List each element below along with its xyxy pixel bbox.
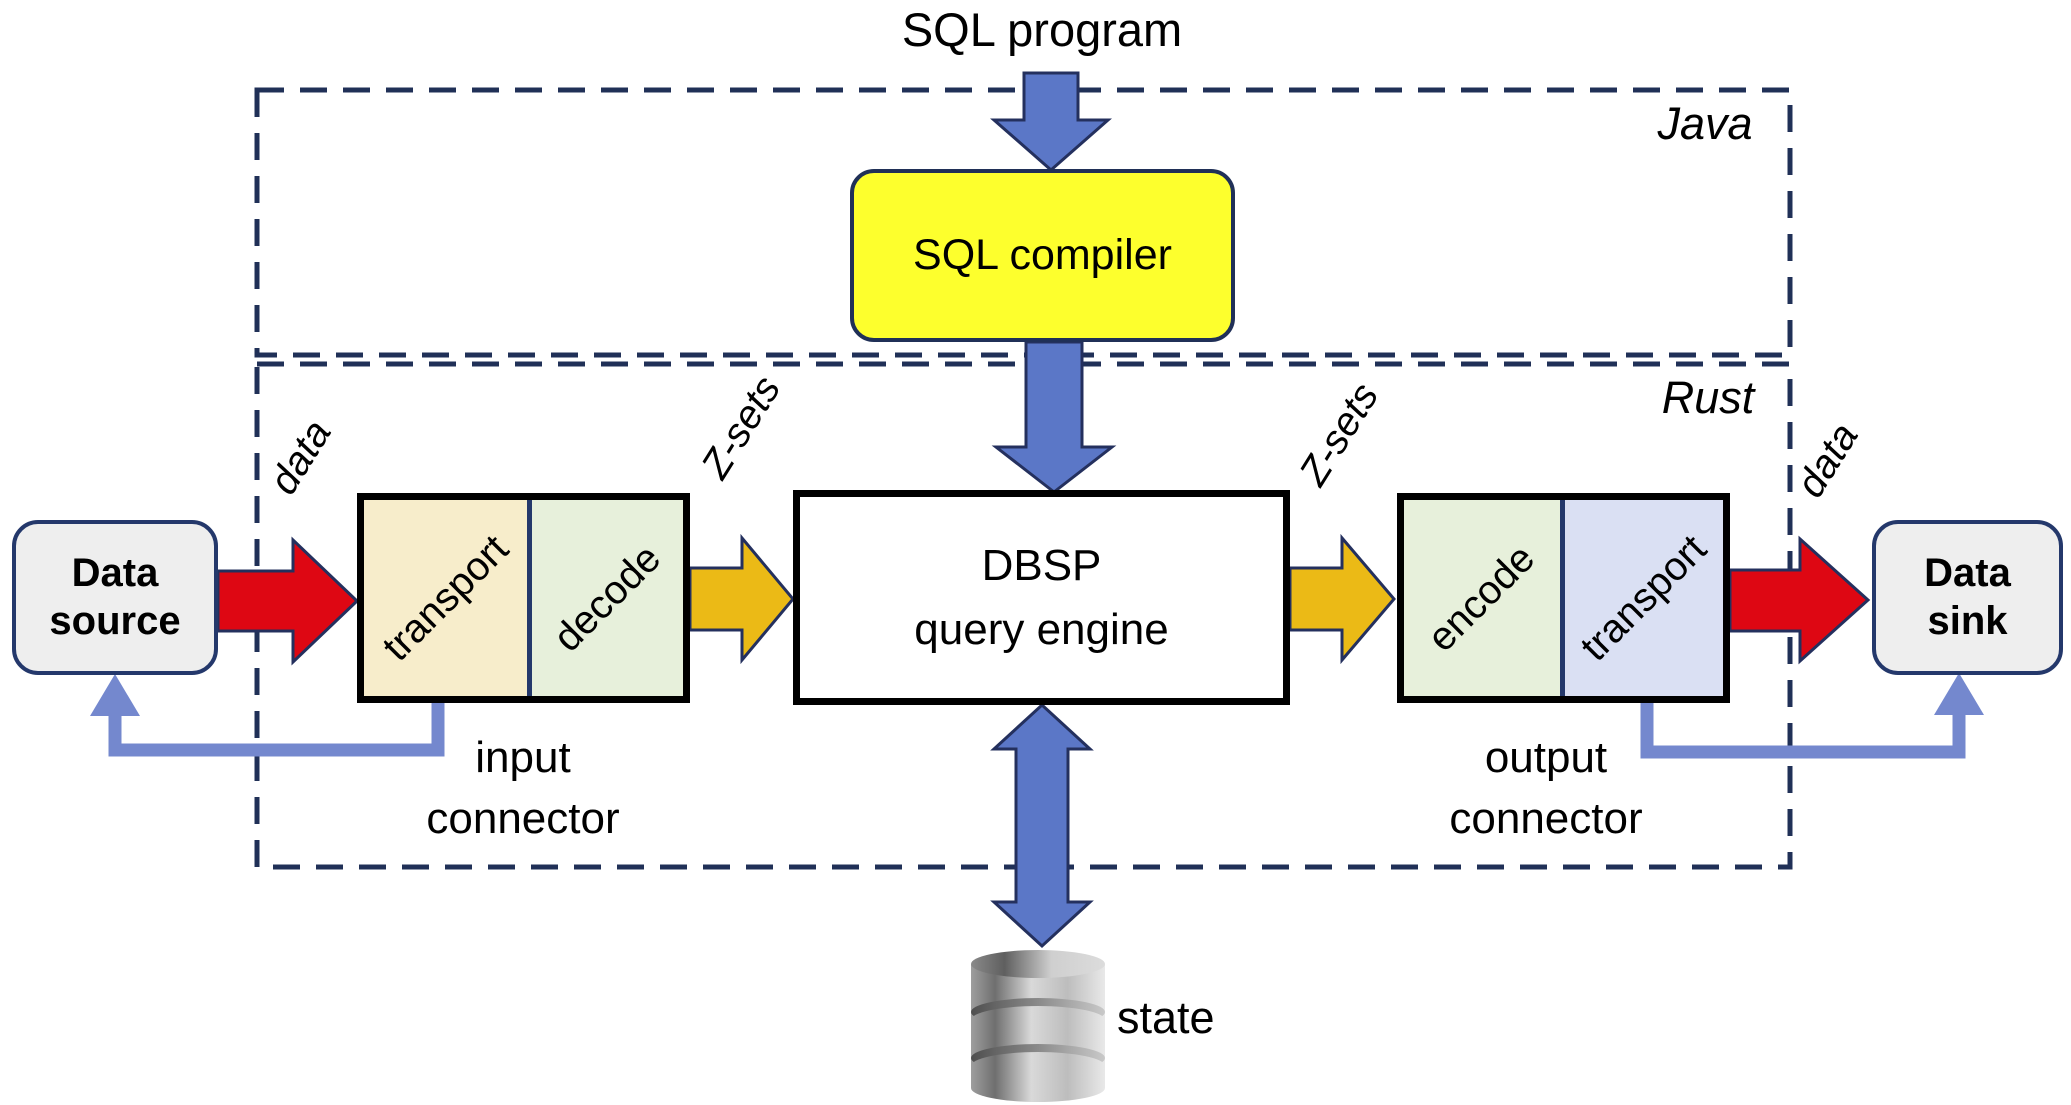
- dbsp-query-engine-node: DBSP query engine: [793, 490, 1290, 705]
- arrow-source-to-input: [216, 536, 360, 666]
- feedback-line-output-to-sink: [1640, 703, 1966, 759]
- output-encode-section: encode: [1404, 500, 1566, 696]
- input-connector-node: transport decode: [357, 493, 690, 703]
- dbsp-label-line1: DBSP: [981, 540, 1102, 590]
- feedback-arrowhead-source: [90, 674, 140, 716]
- output-encode-label: encode: [1419, 535, 1544, 660]
- arrow-compiler-to-dbsp: [991, 340, 1117, 494]
- diagram-title: SQL program: [901, 3, 1183, 56]
- rust-region-label: Rust: [1661, 372, 1755, 423]
- data-source-label-line2: source: [49, 598, 181, 643]
- sql-compiler-label: SQL compiler: [913, 231, 1172, 279]
- arrow-dbsp-state-bidirectional: [990, 702, 1094, 949]
- arrow-input-to-dbsp: [688, 533, 795, 665]
- java-region-border: [254, 87, 1793, 358]
- data-sink-node: Data sink: [1872, 520, 2063, 675]
- output-transport-section: transport: [1565, 500, 1723, 696]
- input-transport-label: transport: [373, 526, 517, 670]
- feedback-arrowhead-sink: [1934, 673, 1984, 715]
- sql-compiler-node: SQL compiler: [850, 169, 1235, 342]
- arrow-sql-program-to-compiler: [990, 71, 1112, 172]
- java-region-label: Java: [1657, 98, 1753, 149]
- input-decode-label: decode: [545, 535, 670, 660]
- input-transport-section: transport: [364, 500, 532, 696]
- arrow-output-to-sink: [1728, 535, 1871, 665]
- feedback-line-input-to-source: [108, 703, 445, 757]
- dbsp-label-line2: query engine: [914, 604, 1169, 654]
- data-source-label-line1: Data: [71, 551, 159, 596]
- output-transport-label: transport: [1572, 526, 1716, 670]
- arrow-dbsp-to-output: [1288, 533, 1396, 665]
- input-decode-section: decode: [532, 500, 683, 696]
- data-source-node: Data source: [12, 520, 218, 675]
- input-connector-caption: input connector: [426, 733, 620, 843]
- data-sink-label-line1: Data: [1924, 551, 2011, 596]
- data-sink-label-line2: sink: [1927, 598, 2008, 643]
- output-connector-node: encode transport: [1397, 493, 1730, 703]
- state-database-icon: [971, 950, 1105, 1102]
- output-connector-caption: output connector: [1449, 733, 1643, 843]
- state-label: state: [1117, 992, 1215, 1043]
